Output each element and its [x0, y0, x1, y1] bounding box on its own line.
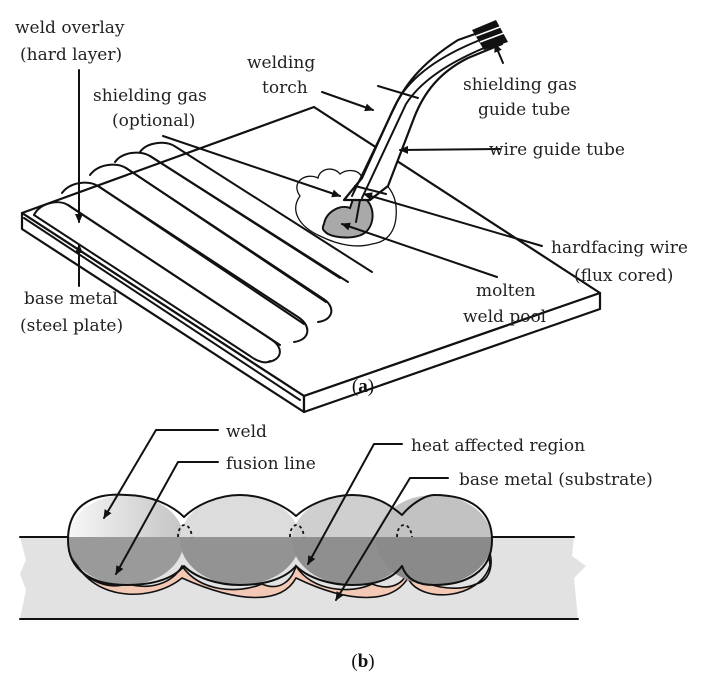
label-weld-overlay-1: weld overlay [15, 18, 125, 38]
label-hardfacing-wire-1: hardfacing wire [551, 238, 688, 258]
label-wire-guide-tube: wire guide tube [489, 140, 625, 160]
label-fusion-line: fusion line [226, 454, 316, 474]
overlap-boundary [177, 524, 413, 538]
label-shielding-gas-2: (optional) [112, 111, 195, 131]
label-weld-overlay-2: (hard layer) [20, 45, 122, 65]
label-base-metal-2: (steel plate) [20, 316, 123, 336]
weld-beads-upper [68, 495, 492, 537]
label-base-metal-1: base metal [24, 289, 118, 309]
label-welding-torch-1: welding [247, 53, 315, 73]
caption-b: (b) [351, 651, 374, 672]
weld-beads-lower [68, 537, 492, 585]
label-heat-affected-region: heat affected region [411, 436, 585, 456]
weld-beads [23, 141, 373, 401]
label-hardfacing-wire-2: (flux cored) [574, 266, 673, 286]
label-shielding-gas-1: shielding gas [93, 86, 207, 106]
label-gas-guide-tube-2: guide tube [478, 100, 570, 120]
welding-torch [342, 20, 508, 223]
label-welding-torch-2: torch [262, 78, 308, 98]
heat-affected-region [69, 547, 492, 599]
panel-b: weld fusion line heat affected region ba… [19, 422, 653, 672]
label-weld: weld [226, 422, 267, 442]
panel-b-leaders [103, 429, 449, 601]
label-base-metal-substrate: base metal (substrate) [459, 470, 653, 490]
label-molten-1: molten [476, 281, 536, 301]
caption-a: (a) [352, 376, 374, 397]
panel-a-leaders [75, 43, 543, 287]
fusion-line [67, 493, 493, 586]
label-gas-guide-tube-1: shielding gas [463, 75, 577, 95]
label-molten-2: weld pool [463, 307, 546, 327]
panel-a: weld overlay (hard layer) welding torch … [15, 18, 688, 414]
